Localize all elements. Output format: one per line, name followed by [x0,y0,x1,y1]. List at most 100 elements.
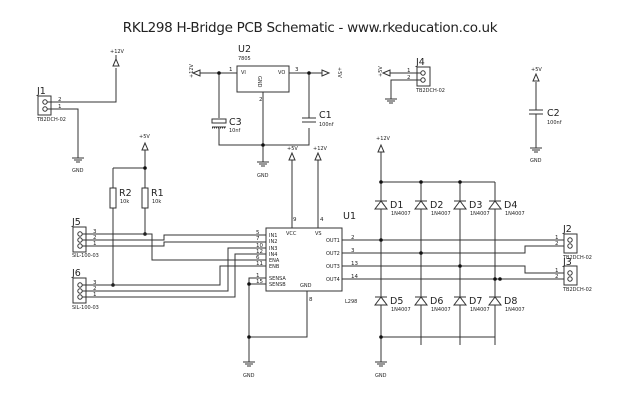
u1-pin-ena: ENA [269,258,280,264]
power-arrow-icon [381,69,391,77]
j3-pin-label: 1 [555,268,559,274]
ground-symbol: GND [530,147,542,164]
u2-value: 7805 [238,56,251,62]
wire [82,247,266,292]
wire [82,241,266,247]
j2-pin-label: 2 [555,241,559,247]
u1-pin-out: OUT2 [326,251,340,257]
diode-ref: D3 [469,200,482,211]
wire [82,265,266,286]
power-arrow-icon [191,69,201,77]
schematic-title: RKL298 H-Bridge PCB Schematic - www.rked… [122,20,498,36]
j2-pin-label: 1 [555,235,559,241]
u1-pin-in4: IN4 [269,252,277,258]
diode-ref: D2 [430,200,443,211]
c3-value: 10nf [229,128,241,134]
j5-pin-label: 1 [93,241,97,247]
u1-pin-out: OUT3 [326,264,340,270]
power-arrow-icon [377,143,385,153]
u2-ref: U2 [238,44,251,55]
j4-ref: J4 [415,57,425,68]
power-arrow-icon [314,151,322,161]
u2-pin-num: 1 [229,67,233,73]
j6-pin-label: 3 [93,280,97,286]
u1-pin-vs: VS [315,231,322,237]
diode-value: 1N4007 [470,211,490,217]
wire [342,245,566,254]
diode-ref: D5 [390,296,403,307]
u1-ref: U1 [343,211,356,222]
diode-icon [414,200,428,210]
u1-pin-enb: ENB [269,264,280,270]
j4-pin-label: 1 [407,68,411,74]
wire [47,68,117,103]
wire [47,108,79,158]
power-symbol-5v: +5V [378,66,391,77]
diode-icon [374,296,388,306]
net-label: +12V [110,49,125,55]
j1-value: TB2DCH-02 [36,117,66,123]
power-arrow-icon [112,57,120,67]
u1-pin-num: 14 [351,274,358,280]
net-label: GND [257,173,269,179]
diode-icon [453,200,467,210]
j3-ref: J3 [562,257,572,268]
j3-pin-label: 2 [555,274,559,280]
diode-icon [374,200,388,210]
j6-pin-label: 1 [93,292,97,298]
power-symbol-5v: +5V [321,67,342,78]
j1-pin-label: 1 [58,104,62,110]
wire [380,152,496,362]
diode-icon [488,200,502,210]
net-label: +12V [376,136,391,142]
capacitor-c1: C1 100nf [302,110,334,128]
net-label: +5V [336,67,342,78]
u1-pin-num: 11 [256,261,263,267]
u1-pin-num: 1 [256,273,260,279]
net-label: +12V [313,146,328,152]
u1-value: L298 [345,299,357,305]
ground-symbol: GND [375,361,387,379]
capacitor-c2: C2 100nf [529,82,562,148]
wire [342,265,566,274]
wire [82,253,266,298]
j1-body [37,95,52,116]
connector-j3: J3 TB2DCH-02 1 2 [555,257,592,293]
j2-value: TB2DCH-02 [562,255,592,261]
r2-body [109,187,117,209]
power-symbol-5v: +5V [139,134,150,151]
net-label: GND [530,158,542,164]
net-label: GND [72,168,84,174]
power-symbol-12v: +12V [313,146,328,161]
u1-pin-gnd: GND [300,283,312,289]
wire [82,233,266,261]
power-arrow-icon [532,72,540,82]
u1-pin-vcc: VCC [286,231,297,237]
diode-value: 1N4007 [505,307,525,313]
j5-ref: J5 [71,217,81,228]
u2-pin-num: 2 [259,97,263,103]
u1-pin-num: 2 [351,235,355,241]
u1-pin-out: OUT1 [326,238,340,244]
u1-pin-num: 12 [256,249,263,255]
u1-pin-num: 8 [309,297,313,303]
power-symbol-12v: +12V [376,136,391,153]
diode-ref: D7 [469,296,482,307]
power-arrow-icon [288,151,296,161]
c2-value: 100nf [547,120,562,126]
net-label: GND [243,373,255,379]
power-arrow-icon [321,69,331,77]
resistor-r1: R1 10k [141,187,164,209]
diode-icon [414,296,428,306]
j6-ref: J6 [71,268,81,279]
u1-pin-num: 4 [320,217,324,223]
u1-pin-sense: SENSB [269,282,286,288]
u1-pin-in2: IN2 [269,239,277,245]
